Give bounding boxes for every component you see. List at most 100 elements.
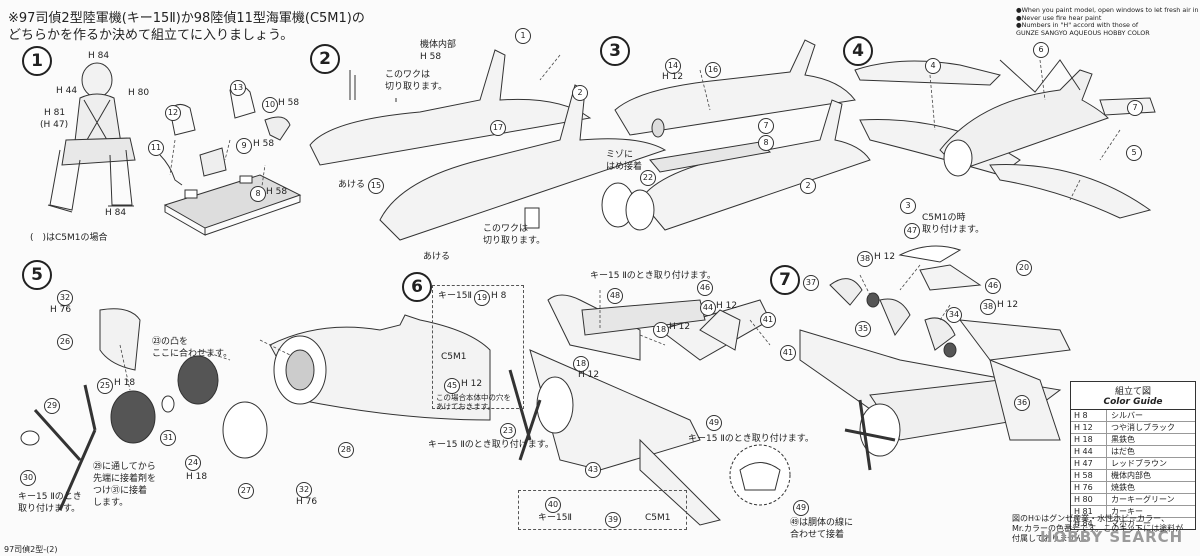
aircraft-step6-drawing [508,294,771,526]
color-code: H 76 [1071,482,1107,493]
color-code: H 80 [1071,494,1107,505]
color-code: H 12 [662,72,684,82]
c5m1-attach-note: C5M1の時 [922,213,966,223]
open-hole-label: あける [423,252,451,262]
color-name: レッドブラウン [1111,459,1167,468]
footnote-line: 図のH①はグンゼ産業・水性ホビーカラー、 [1012,514,1170,523]
part-number: 38 [857,251,873,267]
part-number: 9 [236,138,252,154]
part-number: 32 [57,290,73,306]
intro-line-2: どちらかを作るか決めて組立てに入りましょう。 [8,28,294,43]
part-number: 19 [474,290,490,306]
color-code: H 12 [1071,422,1107,433]
align-note: ㉓の凸を [152,337,189,347]
part-number: 34 [946,307,962,323]
part-number: 41 [760,312,776,328]
paint-notes: ●When you paint model, open windows to l… [1016,6,1199,37]
color-code: H 84 [1071,518,1107,529]
part-number: 6 [1033,42,1049,58]
groove-note: ミゾに [606,150,634,160]
fuselage-line-note: ㊾は胴体の線に [790,518,854,528]
color-name: 黒鉄色 [1111,435,1135,444]
part-number: 18 [573,356,589,372]
part-number: 39 [605,512,621,528]
color-code: H 47 [1071,458,1107,469]
part-number: 11 [148,140,164,156]
color-name: 機体内部色 [1111,471,1151,480]
intro-line-1: ※97司偵2型陸軍機(キー15Ⅱ)か98陸偵11型海軍機(C5M1)の [8,11,365,26]
variant-label-c5m1: C5M1 [441,352,467,362]
paint-note: GUNZE SANGYO AQUEOUS HOBBY COLOR [1016,28,1150,37]
part-number: 5 [1126,145,1142,161]
color-code: H 58 [420,52,442,62]
part-number: 28 [338,442,354,458]
color-name: カーキー [1111,507,1143,516]
color-code: H 12 [461,379,483,389]
step-number: 2 [310,44,340,74]
ki15-spinner-note: キー15 Ⅱのとき [18,492,82,502]
part-number: 12 [165,105,181,121]
ki15-attach-note: キー15 Ⅱのとき取り付けます。 [688,434,814,444]
variant-box [432,285,524,409]
color-name: カーキーグリーン [1111,495,1175,504]
color-guide-row: H 80 カーキーグリーン [1071,494,1195,506]
part-number: 36 [1014,395,1030,411]
part-number: 25 [97,378,113,394]
part-number: 29 [44,398,60,414]
open-hole-label: あける [338,180,366,190]
part-number: 48 [607,288,623,304]
color-code: H 80 [128,88,150,98]
color-name: つや消しブラック [1111,423,1175,432]
prop-note: します。 [93,498,129,508]
variant-label-c5m1: C5M1 [645,513,671,523]
part-number: 46 [697,280,713,296]
color-code: H 8 [1071,410,1107,421]
part-number: 24 [185,455,201,471]
wing-assembly-drawing [854,59,1156,219]
part-number: 7 [1127,100,1143,116]
part-number: 15 [368,178,384,194]
hole-note: この場合本体中の穴を [436,393,511,402]
part-number: 7 [758,118,774,134]
ki15-spinner-note: 取り付けます。 [18,504,81,514]
footnote-line: Mr.カラーの色番号です。このキットには塗料が [1012,524,1184,533]
part-number: 32 [296,482,312,498]
cut-off-note: 切り取ります。 [385,82,448,92]
part-number: 18 [653,322,669,338]
color-guide-row: H 84 マホガニー [1071,518,1195,529]
ki15-attach-note: キー15 Ⅱのとき取り付けます。 [428,440,554,450]
fuselage-assembly-drawing [601,39,871,231]
paint-note: ●Never use fire hear paint [1016,13,1102,22]
footnote-line: 付属しておりません。 [1012,534,1092,543]
aircraft-step7-drawing [799,245,1071,471]
variant-label-ki15: キー15Ⅱ [438,291,472,301]
cut-off-note: このワクは [483,224,529,234]
c5m1-attach-note: 取り付けます。 [922,225,985,235]
part-number: 27 [238,483,254,499]
part-number: 47 [904,223,920,239]
color-code: H 18 [1071,434,1107,445]
part-number: 22 [640,170,656,186]
groove-note: はめ接着 [606,162,643,172]
color-footnote: 図のH①はグンゼ産業・水性ホビーカラー、 Mr.カラーの色番号です。このキットに… [1012,514,1183,544]
step-number: 1 [22,46,52,76]
cockpit-floor-drawing [159,85,302,236]
color-code: H 44 [56,86,78,96]
part-number: 23 [500,423,516,439]
prop-note: つけ㉛に接着 [93,486,148,496]
part-number: 8 [250,186,266,202]
part-number: 8 [758,135,774,151]
prop-note: ㉙に通してから [93,462,156,472]
part-number: 17 [490,120,506,136]
part-number: 49 [793,500,809,516]
part-number: 16 [705,62,721,78]
color-name: マホガニー [1111,519,1151,528]
part-number: 13 [230,80,246,96]
color-code: H 18 [186,472,208,482]
fuselage-line-note: 合わせて接着 [790,530,845,540]
color-code: H 81 [1071,506,1107,517]
part-number: 43 [585,462,601,478]
color-code: H 44 [1071,446,1107,457]
